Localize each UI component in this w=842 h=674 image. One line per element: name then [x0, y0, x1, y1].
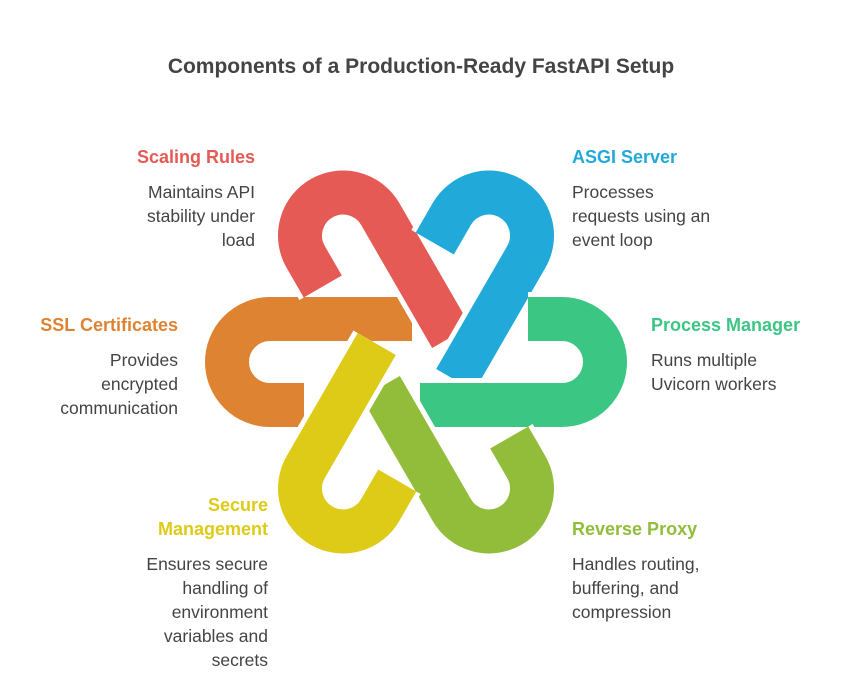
desc-line: Runs multiple — [651, 350, 758, 370]
hook-shape — [361, 375, 554, 554]
desc-line: variables and — [163, 626, 268, 646]
item-label: SSL Certificates — [40, 315, 178, 335]
item-scaling-rules: Scaling Rules Maintains API stability un… — [55, 145, 255, 252]
hook-shape — [205, 297, 412, 427]
hook-secure-management — [273, 330, 421, 559]
item-secure-management: Secure Management Ensures secure handlin… — [68, 493, 268, 672]
hook-shape — [278, 170, 471, 349]
item-label: Process Manager — [651, 315, 801, 335]
hook-shape — [415, 170, 554, 392]
desc-line: environment — [171, 602, 268, 622]
diagram-title: Components of a Production-Ready FastAPI… — [167, 55, 675, 78]
item-description: Provides encrypted communication — [0, 348, 178, 420]
desc-line: requests using an — [572, 206, 711, 226]
item-asgi-server: ASGI Server Processes requests using an … — [572, 145, 772, 252]
desc-line: load — [221, 230, 255, 250]
desc-line: event loop — [572, 230, 653, 250]
item-reverse-proxy: Reverse Proxy Handles routing, buffering… — [572, 517, 772, 624]
desc-line: encrypted — [101, 374, 178, 394]
item-label: ASGI Server — [572, 147, 678, 167]
desc-line: compression — [572, 602, 672, 622]
hook-shape — [420, 297, 627, 427]
desc-line: Uvicorn workers — [651, 374, 777, 394]
desc-line: buffering, and — [572, 578, 679, 598]
hook-shape — [278, 332, 417, 554]
item-label: Scaling Rules — [136, 147, 255, 167]
desc-line: Processes — [572, 182, 654, 202]
item-description: Runs multiple Uvicorn workers — [651, 348, 842, 396]
label-line: Secure — [207, 495, 268, 515]
desc-line: communication — [60, 398, 178, 418]
item-description: Handles routing, buffering, and compress… — [572, 552, 772, 624]
desc-line: Provides — [109, 350, 178, 370]
desc-line: Handles routing, — [572, 554, 700, 574]
hook-process-manager — [420, 292, 632, 432]
desc-line: secrets — [211, 650, 268, 670]
hook-asgi-server — [411, 165, 559, 394]
hook-reverse-proxy — [357, 373, 559, 559]
hook-ssl-certificates — [200, 292, 412, 432]
item-description: Processes requests using an event loop — [572, 180, 772, 252]
desc-line: Maintains API — [148, 182, 255, 202]
item-label: Reverse Proxy — [572, 519, 698, 539]
desc-line: stability under — [147, 206, 255, 226]
item-description: Maintains API stability under load — [55, 180, 255, 252]
label-line: Management — [157, 519, 268, 539]
item-ssl-certificates: SSL Certificates Provides encrypted comm… — [0, 313, 178, 420]
hook-scaling-rules — [273, 165, 475, 351]
item-description: Ensures secure handling of environment v… — [68, 552, 268, 672]
item-label: Secure Management — [68, 493, 268, 541]
item-process-manager: Process Manager Runs multiple Uvicorn wo… — [651, 313, 842, 396]
desc-line: handling of — [182, 578, 268, 598]
desc-line: Ensures secure — [146, 554, 268, 574]
